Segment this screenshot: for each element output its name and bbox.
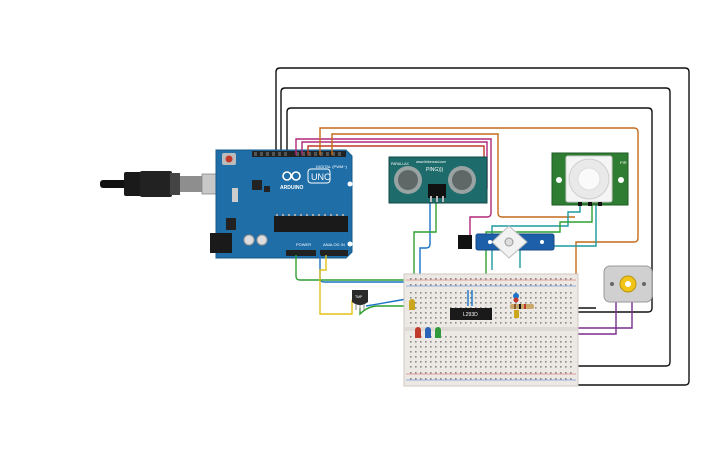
breadboard[interactable] bbox=[403, 273, 579, 387]
analog-header-label: ANALOG IN bbox=[323, 242, 345, 247]
led-blue[interactable] bbox=[425, 327, 431, 338]
driver-chip-label: L293D bbox=[463, 312, 478, 318]
ultrasonic-brand: www.tinkercad.com bbox=[416, 160, 446, 164]
ultrasonic-sensor[interactable]: PING))) www.tinkercad.com PARALLAX bbox=[388, 156, 488, 204]
usb-cable bbox=[100, 171, 227, 197]
capacitor-pair bbox=[467, 290, 473, 306]
digital-header-label: DIGITAL (PWM~) bbox=[316, 164, 348, 169]
analog-header bbox=[320, 250, 348, 256]
arduino-model: UNO bbox=[311, 172, 331, 182]
arduino-logo-icon bbox=[282, 171, 301, 181]
power-jack bbox=[210, 233, 232, 253]
pir-label: PIR bbox=[620, 160, 627, 165]
atmega-chip bbox=[274, 216, 348, 232]
arduino-uno-board[interactable]: DIGITAL (PWM~) ARDUINO UNO POWER ANAL bbox=[210, 149, 353, 259]
signal-wires bbox=[295, 127, 639, 335]
power-header bbox=[286, 250, 316, 256]
ultrasonic-side-label: PARALLAX bbox=[391, 162, 409, 166]
led-red[interactable] bbox=[415, 327, 421, 338]
l293d-motor-driver[interactable]: L293D bbox=[450, 308, 492, 320]
ultrasonic-model: PING))) bbox=[426, 167, 444, 173]
dc-motor[interactable] bbox=[603, 265, 653, 303]
led-yellow[interactable] bbox=[409, 299, 415, 310]
pir-motion-sensor[interactable]: PIR bbox=[551, 152, 629, 206]
servo-motor[interactable] bbox=[458, 225, 555, 259]
power-header-label: POWER bbox=[296, 242, 311, 247]
pushbutton-leds[interactable] bbox=[513, 293, 519, 318]
arduino-brand: ARDUINO bbox=[280, 185, 303, 191]
led-green[interactable] bbox=[435, 327, 441, 338]
resistor[interactable] bbox=[510, 304, 534, 309]
temperature-sensor[interactable]: TMP bbox=[352, 290, 368, 311]
led-array[interactable] bbox=[409, 299, 441, 338]
temp-sensor-label: TMP bbox=[355, 295, 363, 299]
